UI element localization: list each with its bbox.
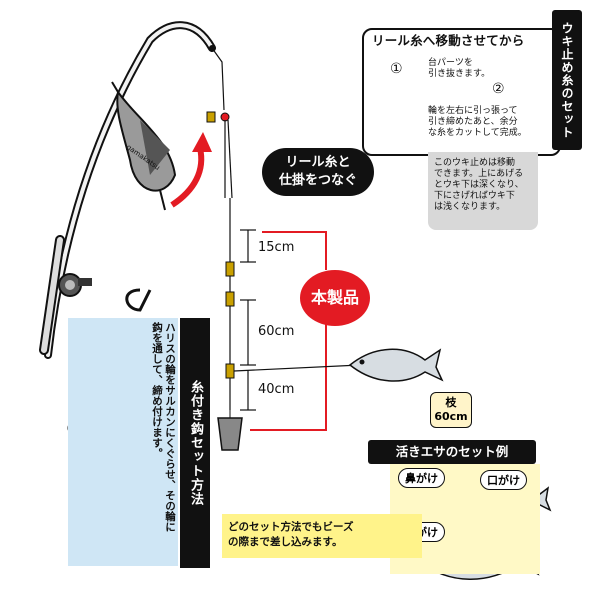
- bait-note: どのセット方法でもビーズ の際まで差し込みます。: [222, 514, 422, 558]
- step2-text: 輪を左右に引っ張って 引き締めたあと、余分 な糸をカットして完成。: [428, 106, 527, 138]
- bait-fish-icon: [348, 348, 444, 382]
- dimension-label-1: 15cm: [258, 240, 295, 255]
- dimension-markers: [240, 229, 256, 411]
- stopper-note: このウキ止めは移動 できます。上にあげる とウキ下は深くなり、 下にさげればウキ…: [428, 152, 538, 230]
- product-label: 本製品: [300, 270, 370, 326]
- hook-set-panel: [68, 318, 178, 566]
- reel-icon: [58, 273, 92, 297]
- dimension-bracket: [250, 231, 327, 431]
- step1-text: 台パーツを 引き抜きます。: [428, 58, 491, 79]
- callout-title: リール糸へ移動させてから: [372, 33, 525, 48]
- branch-badge: 枝 60cm: [430, 392, 472, 428]
- swivel-icon: [206, 111, 230, 123]
- move-arrow: [170, 147, 205, 208]
- dimension-label-3: 40cm: [258, 382, 295, 397]
- sinker-icon: [217, 410, 243, 451]
- float-stopper-banner: ウキ止め糸のセット: [552, 10, 582, 150]
- connect-bubble: リール糸と 仕掛をつなぐ: [262, 148, 374, 196]
- step2-number: ②: [492, 81, 505, 97]
- bait-label-mouth: 口がけ: [480, 470, 527, 490]
- bait-section-title: 活きエサのセット例: [368, 440, 536, 464]
- hook-set-title: 糸付き鈎セット方法: [180, 318, 210, 568]
- dimension-label-2: 60cm: [258, 324, 295, 339]
- branch-label: 枝: [445, 396, 457, 409]
- bait-label-nose: 鼻がけ: [398, 468, 445, 488]
- float-icon: gamakatsu: [111, 81, 177, 211]
- hook-instructions: ハリスの輪をサルカンにくぐらせ、その輪に鈎を通して、締め付けます。: [151, 322, 176, 532]
- step1-number: ①: [390, 61, 403, 77]
- branch-length: 60cm: [434, 410, 468, 423]
